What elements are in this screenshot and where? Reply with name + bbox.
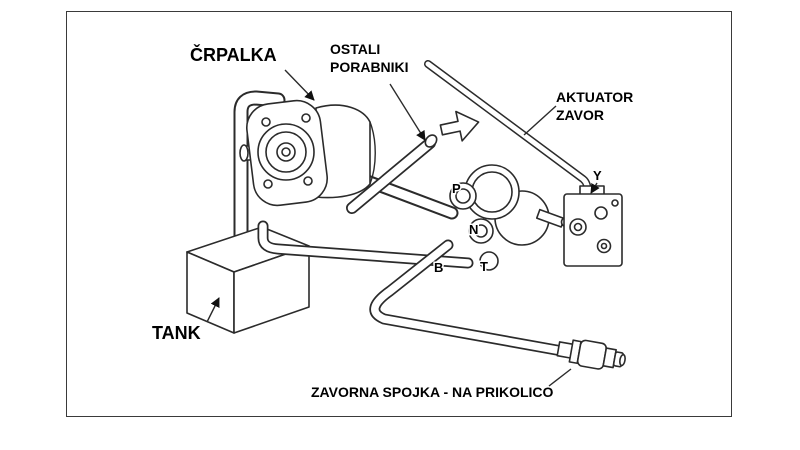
other-consumers-pipe <box>346 134 438 214</box>
coupling-leader-line <box>548 368 572 387</box>
port-y-leader-arrow <box>590 182 600 194</box>
port-label-y: Y <box>593 168 602 183</box>
label-other-consumers: OSTALI PORABNIKI <box>330 40 409 76</box>
flow-arrow-icon <box>439 110 480 142</box>
label-coupling: ZAVORNA SPOJKA - NA PRIKOLICO <box>311 384 554 400</box>
port-label-b: B <box>434 260 443 275</box>
brake-valve <box>449 164 572 271</box>
actuator-leader-line <box>523 105 557 136</box>
trailer-coupling <box>556 339 626 370</box>
label-actuator-line2: ZAVOR <box>556 107 604 123</box>
label-actuator-line1: AKTUATOR <box>556 89 634 105</box>
tank-leader-arrow <box>206 297 220 323</box>
label-pump: ČRPALKA <box>190 45 277 65</box>
tank <box>186 226 310 334</box>
label-other-consumers-line2: PORABNIKI <box>330 59 409 75</box>
other-consumers-leader-arrow <box>389 83 426 141</box>
pump-stand-pipe <box>233 90 286 266</box>
label-actuator: AKTUATOR ZAVOR <box>556 88 633 124</box>
label-other-consumers-line1: OSTALI <box>330 41 381 57</box>
pump <box>239 99 376 207</box>
coupling-pipe <box>369 239 568 357</box>
port-label-t: T <box>480 259 488 274</box>
port-label-n: N <box>469 222 478 237</box>
pump-leader-arrow <box>284 69 315 101</box>
return-pipe <box>257 220 474 269</box>
port-label-p: P <box>452 181 461 196</box>
actuator-block <box>563 185 623 267</box>
label-tank: TANK <box>152 323 201 343</box>
